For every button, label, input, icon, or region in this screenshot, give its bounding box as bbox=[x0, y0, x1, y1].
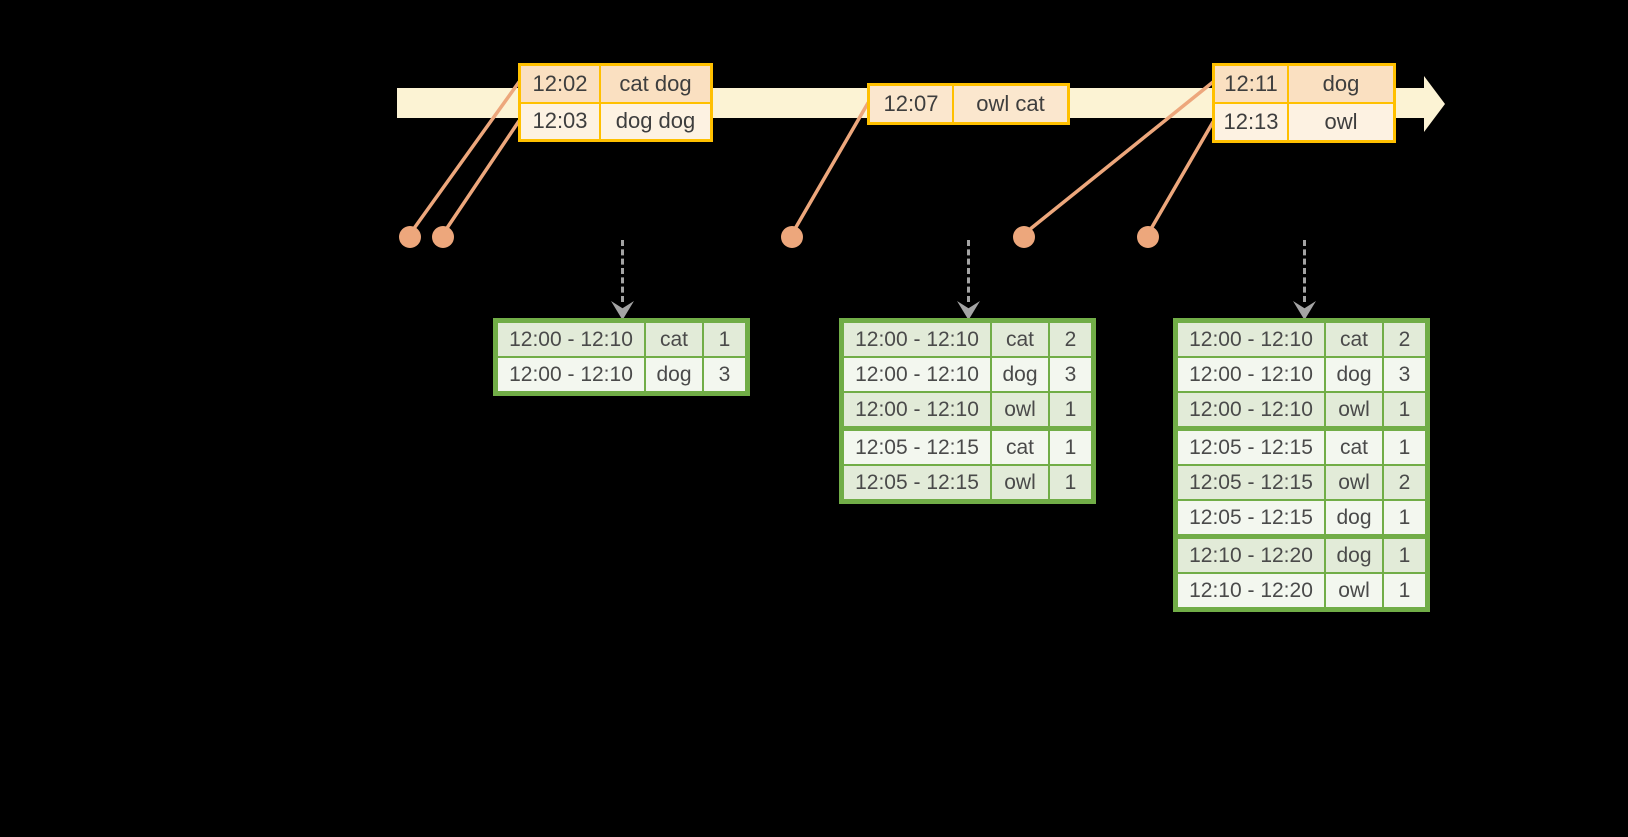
event-dot-icon bbox=[399, 226, 421, 248]
window-cell: 12:10 - 12:20 bbox=[1178, 574, 1324, 607]
window-cell: 12:10 - 12:20 bbox=[1178, 539, 1324, 572]
word-cell: owl bbox=[1326, 393, 1382, 426]
word-cell: owl bbox=[1326, 574, 1382, 607]
event-time-cell: 12:02 bbox=[521, 66, 599, 102]
window-cell: 12:00 - 12:10 bbox=[498, 358, 644, 391]
word-cell: dog bbox=[1326, 501, 1382, 534]
count-cell: 3 bbox=[704, 358, 745, 391]
window-cell: 12:00 - 12:10 bbox=[844, 358, 990, 391]
count-cell: 3 bbox=[1050, 358, 1091, 391]
window-group: 12:10 - 12:20 dog 1 12:10 - 12:20 owl 1 bbox=[1178, 539, 1425, 607]
event-line bbox=[1022, 80, 1215, 236]
count-cell: 2 bbox=[1050, 323, 1091, 356]
word-cell: dog bbox=[992, 358, 1048, 391]
count-cell: 1 bbox=[1384, 501, 1425, 534]
result-table-1: 12:00 - 12:10 cat 1 12:00 - 12:10 dog 3 bbox=[493, 318, 750, 396]
window-cell: 12:05 - 12:15 bbox=[844, 431, 990, 464]
word-cell: cat bbox=[992, 323, 1048, 356]
trigger-arrow-line bbox=[621, 240, 624, 302]
table-row: 12:00 - 12:10 cat 1 bbox=[498, 323, 745, 356]
window-group: 12:05 - 12:15 cat 1 12:05 - 12:15 owl 1 bbox=[844, 431, 1091, 499]
count-cell: 1 bbox=[1384, 574, 1425, 607]
event-line bbox=[790, 101, 870, 236]
event-box-2: 12:07 owl cat bbox=[867, 83, 1070, 125]
count-cell: 3 bbox=[1384, 358, 1425, 391]
count-cell: 1 bbox=[1050, 393, 1091, 426]
count-cell: 1 bbox=[1050, 466, 1091, 499]
event-line bbox=[1146, 120, 1215, 236]
count-cell: 1 bbox=[1384, 539, 1425, 572]
count-cell: 1 bbox=[1384, 393, 1425, 426]
table-row: 12:00 - 12:10 cat 2 bbox=[844, 323, 1091, 356]
event-line bbox=[408, 80, 521, 236]
window-group: 12:05 - 12:15 cat 1 12:05 - 12:15 owl 2 … bbox=[1178, 431, 1425, 534]
event-time-cell: 12:13 bbox=[1215, 104, 1287, 140]
window-cell: 12:00 - 12:10 bbox=[1178, 393, 1324, 426]
window-cell: 12:00 - 12:10 bbox=[1178, 358, 1324, 391]
window-cell: 12:05 - 12:15 bbox=[1178, 431, 1324, 464]
event-box-1: 12:02 cat dog 12:03 dog dog bbox=[518, 63, 713, 142]
window-cell: 12:05 - 12:15 bbox=[1178, 466, 1324, 499]
table-row: 12:00 - 12:10 dog 3 bbox=[498, 358, 745, 391]
event-dot-icon bbox=[432, 226, 454, 248]
count-cell: 2 bbox=[1384, 323, 1425, 356]
event-time-cell: 12:03 bbox=[521, 103, 599, 139]
event-dot-icon bbox=[1013, 226, 1035, 248]
word-cell: cat bbox=[1326, 323, 1382, 356]
event-words-cell: owl bbox=[1289, 104, 1393, 140]
count-cell: 1 bbox=[1384, 431, 1425, 464]
table-row: 12:05 - 12:15 owl 2 bbox=[1178, 466, 1425, 499]
word-cell: cat bbox=[646, 323, 702, 356]
table-row: 12:05 - 12:15 owl 1 bbox=[844, 466, 1091, 499]
trigger-arrow-line bbox=[1303, 240, 1306, 302]
event-box-3: 12:11 dog 12:13 owl bbox=[1212, 63, 1396, 143]
window-group: 12:00 - 12:10 cat 1 12:00 - 12:10 dog 3 bbox=[498, 323, 745, 391]
window-cell: 12:00 - 12:10 bbox=[498, 323, 644, 356]
word-cell: cat bbox=[992, 431, 1048, 464]
window-group: 12:00 - 12:10 cat 2 12:00 - 12:10 dog 3 … bbox=[1178, 323, 1425, 426]
window-cell: 12:05 - 12:15 bbox=[1178, 501, 1324, 534]
table-row: 12:10 - 12:20 owl 1 bbox=[1178, 574, 1425, 607]
window-cell: 12:00 - 12:10 bbox=[844, 323, 990, 356]
window-cell: 12:00 - 12:10 bbox=[1178, 323, 1324, 356]
word-cell: dog bbox=[1326, 358, 1382, 391]
table-row: 12:05 - 12:15 cat 1 bbox=[1178, 431, 1425, 464]
table-row: 12:00 - 12:10 dog 3 bbox=[1178, 358, 1425, 391]
count-cell: 2 bbox=[1384, 466, 1425, 499]
table-row: 12:00 - 12:10 dog 3 bbox=[844, 358, 1091, 391]
event-time-cell: 12:11 bbox=[1215, 66, 1287, 102]
table-row: 12:00 - 12:10 owl 1 bbox=[1178, 393, 1425, 426]
word-cell: owl bbox=[992, 393, 1048, 426]
word-cell: owl bbox=[1326, 466, 1382, 499]
event-words-cell: cat dog bbox=[601, 66, 710, 102]
word-cell: dog bbox=[1326, 539, 1382, 572]
window-group: 12:00 - 12:10 cat 2 12:00 - 12:10 dog 3 … bbox=[844, 323, 1091, 426]
window-cell: 12:05 - 12:15 bbox=[844, 466, 990, 499]
trigger-arrow-line bbox=[967, 240, 970, 302]
event-dot-icon bbox=[1137, 226, 1159, 248]
event-line bbox=[441, 119, 521, 236]
word-cell: dog bbox=[646, 358, 702, 391]
table-row: 12:00 - 12:10 owl 1 bbox=[844, 393, 1091, 426]
event-dot-icon bbox=[781, 226, 803, 248]
result-table-2: 12:00 - 12:10 cat 2 12:00 - 12:10 dog 3 … bbox=[839, 318, 1096, 504]
event-words-cell: dog dog bbox=[601, 103, 710, 139]
table-row: 12:05 - 12:15 dog 1 bbox=[1178, 501, 1425, 534]
count-cell: 1 bbox=[1050, 431, 1091, 464]
event-words-cell: owl cat bbox=[954, 86, 1067, 122]
table-row: 12:05 - 12:15 cat 1 bbox=[844, 431, 1091, 464]
count-cell: 1 bbox=[704, 323, 745, 356]
window-cell: 12:00 - 12:10 bbox=[844, 393, 990, 426]
table-row: 12:00 - 12:10 cat 2 bbox=[1178, 323, 1425, 356]
event-words-cell: dog bbox=[1289, 66, 1393, 102]
table-row: 12:10 - 12:20 dog 1 bbox=[1178, 539, 1425, 572]
event-time-cell: 12:07 bbox=[870, 86, 952, 122]
word-cell: cat bbox=[1326, 431, 1382, 464]
word-cell: owl bbox=[992, 466, 1048, 499]
result-table-3: 12:00 - 12:10 cat 2 12:00 - 12:10 dog 3 … bbox=[1173, 318, 1430, 612]
